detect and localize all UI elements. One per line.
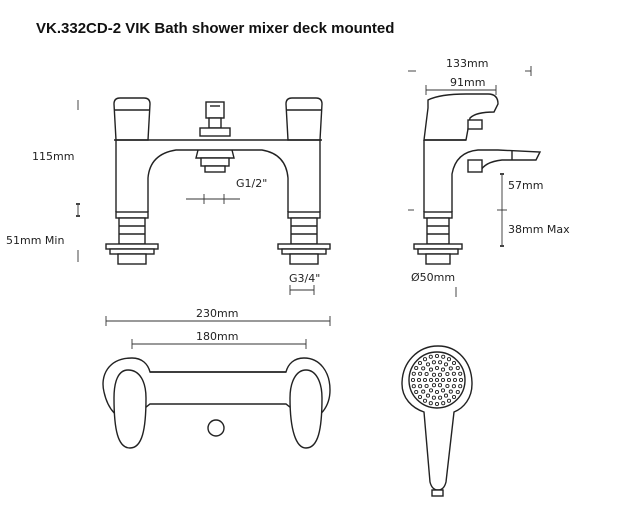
spray-nozzle-dot bbox=[440, 367, 446, 372]
label-deck-max: 38mm Max bbox=[508, 223, 570, 236]
spray-nozzle-dot bbox=[418, 371, 423, 376]
spray-nozzle-dot bbox=[417, 394, 423, 400]
spray-nozzle-dot bbox=[443, 393, 449, 398]
spray-nozzle-dot bbox=[422, 377, 428, 383]
spray-nozzle-dot bbox=[428, 354, 433, 359]
spray-nozzle-dot bbox=[434, 365, 440, 371]
side-view-dimensions bbox=[408, 66, 532, 297]
label-centres: 180mm bbox=[196, 330, 238, 343]
spray-nozzle-dot bbox=[421, 389, 426, 394]
spray-nozzle-dot bbox=[441, 354, 446, 359]
spray-nozzle-dot bbox=[414, 365, 419, 371]
spray-nozzle-dot bbox=[428, 377, 434, 383]
label-depth-spout: 91mm bbox=[450, 76, 485, 89]
label-width-total: 230mm bbox=[196, 307, 238, 320]
spray-nozzle-dot bbox=[411, 371, 416, 376]
spray-nozzle-dot bbox=[441, 401, 446, 406]
label-height-body: 115mm bbox=[32, 150, 74, 163]
spray-nozzle-dot bbox=[431, 360, 436, 365]
spray-nozzle-dot bbox=[428, 367, 434, 372]
spray-nozzle-dot bbox=[458, 371, 463, 376]
spray-nozzle-dot bbox=[458, 384, 463, 389]
spray-nozzle-dot bbox=[431, 372, 437, 377]
top-view bbox=[102, 316, 331, 449]
spray-nozzle-dot bbox=[446, 398, 452, 403]
spray-nozzle-dot bbox=[438, 360, 443, 365]
spray-nozzle-dot bbox=[458, 377, 464, 383]
label-spout-height: 57mm bbox=[508, 179, 543, 192]
spray-nozzle-dot bbox=[445, 371, 450, 377]
spray-nozzle-dot bbox=[451, 384, 456, 389]
spray-nozzle-dot bbox=[451, 360, 457, 366]
spray-nozzle-dot bbox=[448, 389, 453, 394]
label-outlet-thread: G1/2" bbox=[236, 177, 267, 190]
spray-nozzle-dot bbox=[411, 384, 416, 389]
label-inlet-thread: G3/4" bbox=[289, 272, 320, 285]
spray-nozzle-dot bbox=[438, 395, 443, 400]
spray-nozzle-dot bbox=[437, 383, 443, 388]
spray-nozzle-dot bbox=[437, 372, 443, 377]
spray-nozzle-dot bbox=[428, 401, 433, 406]
spray-nozzle-dot bbox=[455, 365, 460, 371]
spray-nozzle-dot bbox=[431, 383, 437, 388]
spray-nozzle-dot bbox=[424, 371, 429, 377]
spray-nozzle-dot bbox=[424, 383, 429, 389]
front-view-dimensions bbox=[76, 100, 315, 295]
spray-nozzle-dot bbox=[451, 394, 457, 400]
spray-nozzle-dot bbox=[440, 388, 446, 393]
spray-nozzle-dot bbox=[428, 388, 434, 393]
side-view bbox=[413, 93, 542, 265]
spray-nozzle-dot bbox=[421, 366, 426, 371]
spray-nozzle-dot bbox=[446, 357, 452, 362]
spray-nozzle-dot bbox=[434, 401, 440, 407]
spray-nozzle-dot bbox=[416, 377, 422, 383]
spray-nozzle-dot bbox=[414, 389, 419, 395]
spray-nozzle-dot bbox=[410, 377, 416, 383]
label-depth-total: 133mm bbox=[446, 57, 488, 70]
spray-nozzle-dot bbox=[443, 362, 449, 367]
spray-nozzle-dot bbox=[418, 384, 423, 389]
spray-nozzle-dot bbox=[448, 366, 453, 371]
spray-nozzle-dot bbox=[425, 393, 431, 398]
drawing-title: VK.332CD-2 VIK Bath shower mixer deck mo… bbox=[36, 20, 395, 37]
spray-nozzle-dot bbox=[431, 395, 436, 400]
spray-nozzle-dot bbox=[455, 389, 460, 395]
label-base-diameter: Ø50mm bbox=[411, 271, 455, 284]
spray-nozzle-dot bbox=[422, 357, 428, 362]
spray-nozzle-dot bbox=[434, 353, 440, 359]
spray-nozzle-dot bbox=[425, 362, 431, 367]
spray-nozzle-dot bbox=[434, 377, 440, 383]
hand-shower bbox=[401, 345, 473, 497]
spray-nozzle-dot bbox=[422, 398, 428, 403]
spray-nozzle-dot bbox=[452, 377, 458, 383]
spray-nozzle-dot bbox=[445, 383, 450, 389]
spray-nozzle-dot bbox=[446, 377, 452, 383]
spray-nozzle-dot bbox=[440, 377, 446, 383]
spray-nozzle-dot bbox=[417, 360, 423, 366]
spray-nozzle-dot bbox=[451, 371, 456, 376]
spray-nozzle-dot bbox=[434, 389, 440, 395]
front-view bbox=[105, 97, 331, 265]
label-deck-min: 51mm Min bbox=[6, 234, 64, 247]
